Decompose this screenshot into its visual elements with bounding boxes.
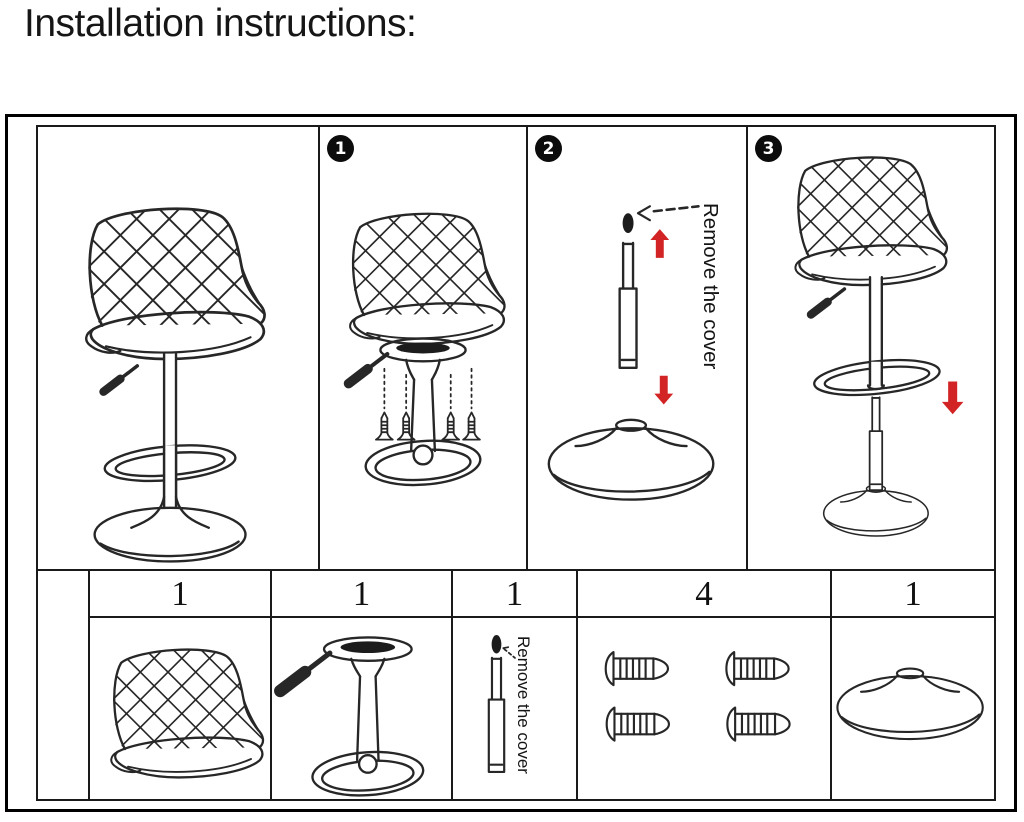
gas-lift-qty: 1 <box>453 571 576 618</box>
gas-lift-part-drawing <box>487 635 516 774</box>
screws-part-drawing <box>604 650 791 742</box>
page-title: Installation instructions: <box>24 2 417 45</box>
step-2-badge: 2 <box>535 135 562 162</box>
panel-step-1: 1 <box>320 127 528 569</box>
parts-column-screws: 4 <box>578 571 832 799</box>
screws-qty: 4 <box>578 571 830 618</box>
remove-cover-note-small: Remove the cover <box>514 636 533 774</box>
seat-frame-screws-drawing <box>320 127 526 487</box>
panel-step-2: 2 Remove the cover <box>528 127 748 569</box>
panel-assembled-stool <box>38 127 320 569</box>
base-cover-part-drawing <box>836 667 984 741</box>
step-1-badge: 1 <box>327 135 354 162</box>
parts-column-pole-frame: 1 <box>272 571 453 799</box>
pole-frame-part-drawing <box>272 636 425 797</box>
gas-lift-and-base-drawing <box>547 205 715 501</box>
pole-frame-qty: 1 <box>272 571 451 618</box>
base-cover-qty: 1 <box>832 571 994 618</box>
step-3-badge: 3 <box>755 135 782 162</box>
parts-column-gas-lift: 1 Remove the cover <box>453 571 578 799</box>
parts-spacer-column <box>38 571 90 799</box>
seat-part-drawing <box>90 618 270 799</box>
assembled-stool-drawing <box>38 127 318 563</box>
seat-onto-gas-lift-drawing <box>748 127 994 537</box>
parts-table: 1 1 <box>36 569 996 801</box>
steps-row: 1 <box>36 125 996 569</box>
panel-step-3: 3 <box>748 127 994 569</box>
remove-cover-note: Remove the cover <box>699 203 722 370</box>
seat-qty: 1 <box>90 571 270 618</box>
diagram-outer-border: 1 <box>5 114 1017 812</box>
parts-column-seat: 1 <box>90 571 272 799</box>
parts-column-base-cover: 1 <box>832 571 994 799</box>
